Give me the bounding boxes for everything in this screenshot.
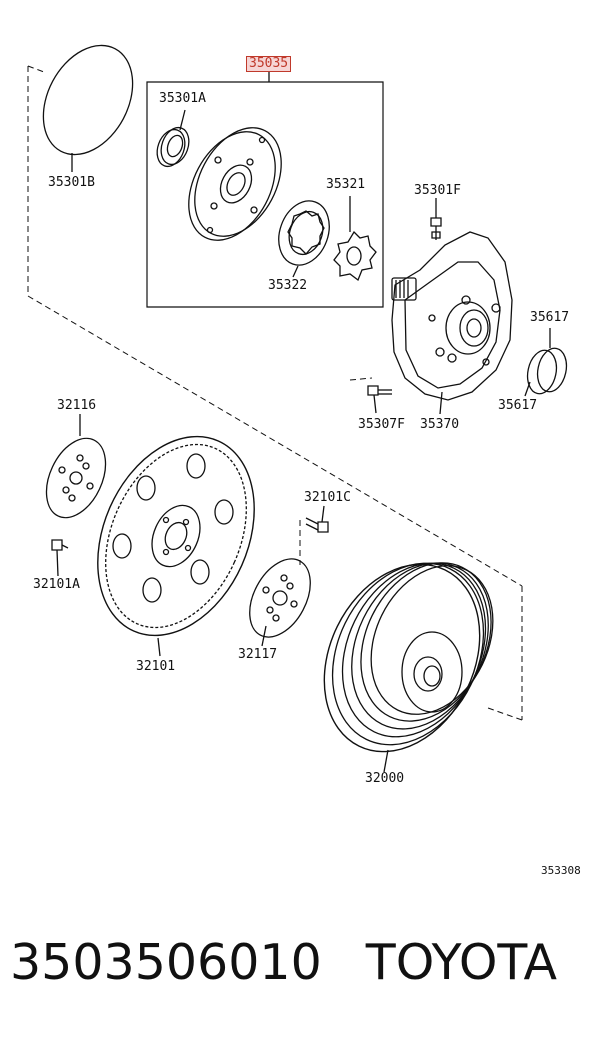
footer-brand: TOYOTA [365,934,558,991]
part-label-32101[interactable]: 32101 [136,659,176,674]
bolt-35301F [431,198,441,240]
part-label-32116[interactable]: 32116 [57,398,97,413]
drive-plate-32116 [35,414,118,527]
bolt-32101A [52,540,68,576]
o-ring-35301B [25,30,150,172]
pump-body-plate [171,113,299,255]
pump-kit-box-35035 [147,72,383,307]
part-label-35307F[interactable]: 35307F [358,417,405,432]
part-label-35322[interactable]: 35322 [268,278,308,293]
outer-gear-35322 [270,194,338,277]
bolt-32101C [306,506,328,532]
part-label-35370[interactable]: 35370 [420,417,460,432]
torque-converter-32000 [294,538,516,778]
oil-seal-35301A [152,110,193,170]
part-label-35321[interactable]: 35321 [326,177,366,192]
bolt-35307F [368,386,392,413]
part-label-32101C[interactable]: 32101C [304,490,351,505]
footer-part-number: 3503506010 [10,934,322,991]
drive-plate-32117 [237,549,322,648]
part-label-32117[interactable]: 32117 [238,647,278,662]
exploded-parts-diagram [0,0,600,900]
diagram-reference-number: 353308 [541,864,581,877]
part-label-32000[interactable]: 32000 [365,771,405,786]
part-label-35617-bottom[interactable]: 35617 [498,398,538,413]
inner-gear-35321 [334,196,376,280]
part-label-35301B[interactable]: 35301B [48,175,95,190]
part-label-35301A[interactable]: 35301A [159,91,206,106]
part-label-35617-top[interactable]: 35617 [530,310,570,325]
flywheel-32101 [68,412,284,661]
seal-rings-35617 [524,328,571,396]
part-label-32101A[interactable]: 32101A [33,577,80,592]
part-label-35301F[interactable]: 35301F [414,183,461,198]
pump-housing-35370 [392,232,512,414]
assembly-part-label-35035[interactable]: 35035 [246,56,292,72]
assembly-boundary-dashed [28,66,522,720]
